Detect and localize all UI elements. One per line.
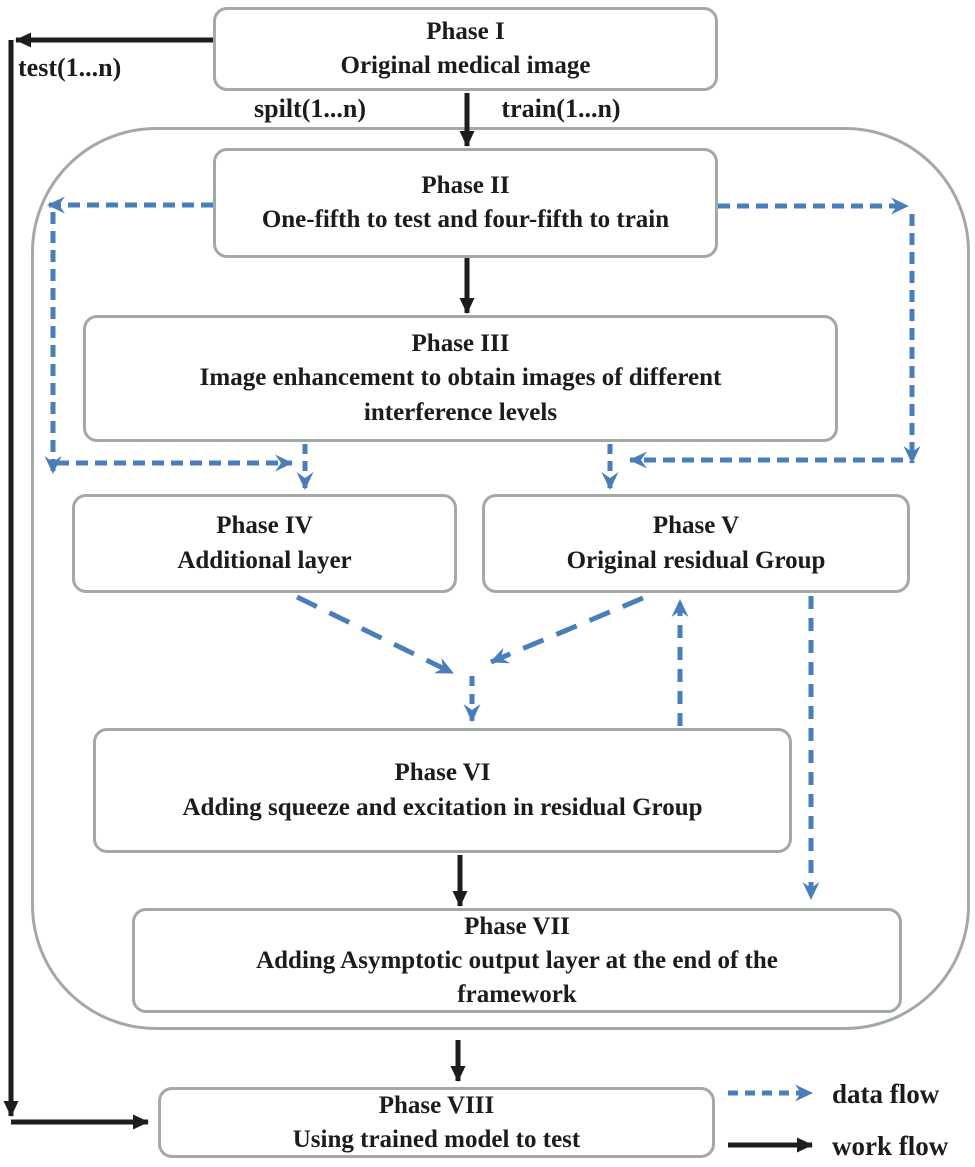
phase-2-text: One-fifth to test and four-fifth to trai… bbox=[261, 206, 670, 233]
phase-4-title: Phase IV bbox=[216, 512, 313, 539]
phase-4-text: Additional layer bbox=[177, 546, 352, 574]
legend-data-flow-label: data flow bbox=[832, 1079, 940, 1109]
phase-6-title: Phase VI bbox=[394, 759, 491, 786]
phase-2-box: Phase II One-fifth to test and four-fift… bbox=[213, 148, 718, 258]
phase-1-box: Phase I Original medical image bbox=[213, 7, 718, 91]
phase-8-box: Phase VIII Using trained model to test bbox=[158, 1087, 715, 1158]
phase-5-box: Phase V Original residual Group bbox=[482, 494, 910, 593]
label-train-set: train(1...n) bbox=[501, 94, 621, 123]
phase-8-title: Phase VIII bbox=[378, 1091, 495, 1119]
phase-1-text: Original medical image bbox=[340, 52, 591, 79]
phase-5-text: Original residual Group bbox=[566, 546, 826, 574]
phase-4-box: Phase IV Additional layer bbox=[72, 494, 457, 593]
phase-6-text: Adding squeeze and excitation in residua… bbox=[182, 793, 703, 821]
phase-3-text: Image enhancement to obtain images of di… bbox=[199, 364, 722, 426]
legend-work-flow-label: work flow bbox=[832, 1131, 949, 1161]
phase-2-title: Phase II bbox=[421, 171, 510, 199]
phase-3-title: Phase III bbox=[411, 329, 510, 357]
phase-5-title: Phase V bbox=[652, 512, 740, 539]
phase-8-text: Using trained model to test bbox=[292, 1125, 581, 1153]
phase-7-box: Phase VII Adding Asymptotic output layer… bbox=[132, 908, 902, 1013]
phase-3-box: Phase III Image enhancement to obtain im… bbox=[83, 315, 838, 442]
phase-1-title: Phase I bbox=[426, 17, 505, 45]
phase-6-box: Phase VI Adding squeeze and excitation i… bbox=[93, 728, 792, 853]
phase-7-text: Adding Asymptotic output layer at the en… bbox=[256, 946, 778, 1008]
phase-7-title: Phase VII bbox=[464, 912, 570, 940]
label-split-set: spilt(1...n) bbox=[254, 94, 366, 123]
label-test-set: test(1...n) bbox=[18, 53, 122, 82]
training-pipeline-outline bbox=[31, 127, 970, 1030]
